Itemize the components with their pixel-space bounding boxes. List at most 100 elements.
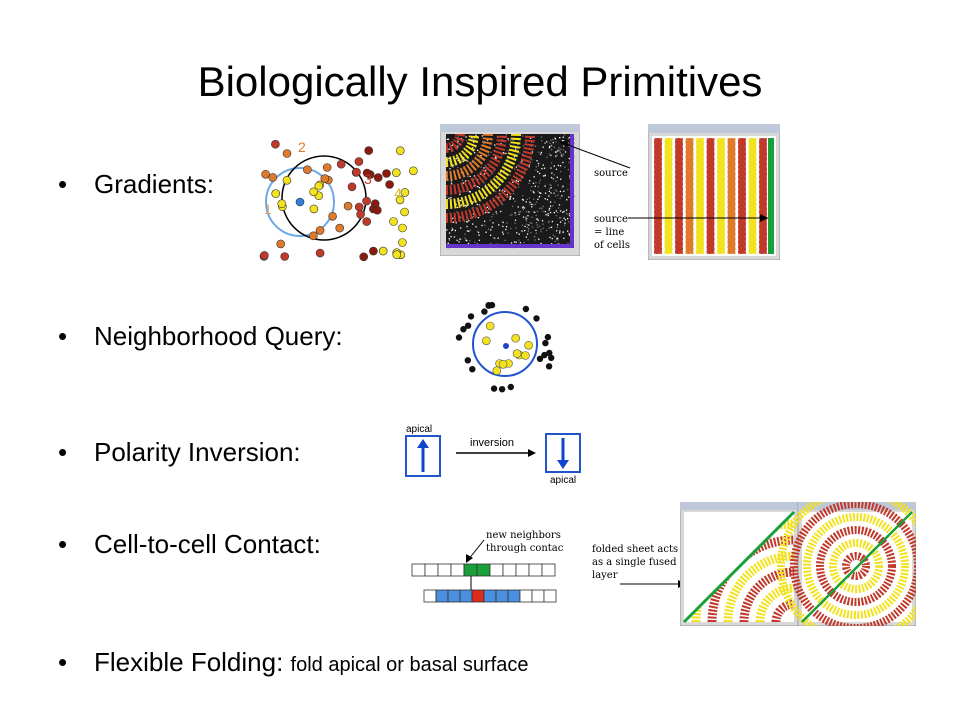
noise-speck bbox=[518, 211, 520, 213]
noise-speck bbox=[544, 174, 546, 176]
noise-speck bbox=[528, 197, 531, 199]
noise-speck bbox=[460, 160, 462, 162]
bullet-folding-label: Flexible Folding: bbox=[94, 647, 284, 677]
apical-label-top: apical bbox=[406, 424, 432, 435]
noise-speck bbox=[450, 196, 452, 199]
noise-speck bbox=[557, 243, 559, 245]
noise-speck bbox=[528, 228, 530, 230]
fold-ring-left bbox=[739, 567, 795, 623]
noise-speck bbox=[536, 160, 538, 162]
inside-neighbor bbox=[512, 349, 522, 358]
outside-neighbor bbox=[481, 308, 488, 315]
outside-neighbor bbox=[498, 386, 506, 393]
noise-speck bbox=[497, 186, 500, 189]
noise-speck bbox=[497, 179, 499, 181]
outside-neighbor bbox=[464, 357, 471, 364]
bullet-gradients: •Gradients: bbox=[58, 169, 214, 199]
noise-speck bbox=[548, 220, 550, 223]
noise-speck bbox=[533, 176, 535, 178]
noise-speck bbox=[505, 228, 507, 231]
noise-speck bbox=[522, 206, 524, 208]
noise-speck bbox=[452, 228, 454, 230]
noise-speck bbox=[524, 230, 526, 232]
corner-border-bottom bbox=[446, 244, 574, 248]
noise-speck bbox=[561, 186, 564, 188]
noise-speck bbox=[491, 216, 493, 218]
noise-speck bbox=[495, 191, 497, 193]
noise-speck bbox=[560, 178, 562, 180]
noise-speck bbox=[484, 224, 486, 226]
noise-speck bbox=[483, 167, 485, 169]
noise-speck bbox=[495, 157, 497, 159]
noise-speck bbox=[520, 161, 522, 163]
hop-cell bbox=[315, 226, 325, 235]
noise-speck bbox=[567, 189, 569, 191]
bullet-cell-contact: •Cell-to-cell Contact: bbox=[58, 529, 321, 559]
inside-neighbor bbox=[485, 321, 495, 331]
noise-speck bbox=[542, 227, 545, 229]
hop-cell bbox=[362, 168, 372, 178]
new-neighbors-label-2: through contact bbox=[486, 543, 564, 554]
noise-speck bbox=[565, 209, 568, 211]
outside-neighbor bbox=[490, 385, 498, 392]
noise-speck bbox=[553, 174, 555, 176]
noise-speck bbox=[469, 240, 471, 242]
noise-speck bbox=[531, 222, 533, 224]
noise-speck bbox=[533, 198, 535, 200]
line-source-column bbox=[768, 138, 774, 254]
noise-speck bbox=[458, 241, 460, 243]
hop-cell bbox=[354, 202, 364, 212]
source-line-label-1: source bbox=[594, 214, 628, 225]
noise-speck bbox=[483, 209, 485, 211]
noise-speck bbox=[501, 179, 503, 181]
noise-speck bbox=[485, 231, 487, 233]
noise-speck bbox=[456, 206, 459, 209]
noise-speck bbox=[519, 146, 521, 148]
neighborhood-query-diagram bbox=[455, 301, 555, 393]
noise-speck bbox=[461, 179, 464, 181]
hop-label-3: 3 bbox=[364, 171, 372, 187]
noise-speck bbox=[524, 170, 526, 172]
noise-speck bbox=[559, 165, 562, 167]
noise-speck bbox=[466, 221, 468, 223]
corner-border-right bbox=[570, 134, 574, 248]
noise-speck bbox=[469, 229, 471, 231]
bottom-row-cell bbox=[483, 589, 497, 603]
noise-speck bbox=[560, 153, 563, 155]
top-row-cell bbox=[528, 563, 543, 577]
hop-cell bbox=[398, 223, 407, 233]
hop-cell bbox=[282, 176, 292, 185]
noise-speck bbox=[446, 229, 448, 231]
noise-speck bbox=[536, 210, 539, 212]
noise-speck bbox=[568, 221, 570, 223]
noise-speck bbox=[514, 200, 516, 202]
corner-gradient-arc bbox=[445, 133, 535, 223]
outside-neighbor bbox=[522, 305, 530, 313]
noise-speck bbox=[460, 191, 462, 193]
hop-cell bbox=[320, 174, 330, 183]
noise-speck bbox=[522, 199, 525, 201]
hop-source-cell bbox=[295, 197, 305, 207]
noise-speck bbox=[481, 135, 483, 137]
noise-speck bbox=[559, 210, 562, 212]
noise-speck bbox=[472, 147, 474, 149]
noise-speck bbox=[474, 197, 476, 199]
noise-speck bbox=[568, 232, 570, 234]
noise-speck bbox=[525, 141, 527, 143]
bullet-polarity-label: Polarity Inversion: bbox=[94, 437, 301, 467]
noise-speck bbox=[558, 207, 560, 209]
hop-cell bbox=[260, 251, 269, 260]
noise-speck bbox=[534, 145, 537, 147]
bottom-row-cell bbox=[531, 589, 545, 603]
noise-speck bbox=[457, 146, 459, 148]
noise-speck bbox=[512, 198, 515, 200]
noise-speck bbox=[539, 225, 541, 227]
noise-speck bbox=[518, 233, 520, 235]
noise-speck bbox=[466, 240, 468, 242]
noise-speck bbox=[465, 180, 467, 182]
noise-speck bbox=[517, 180, 519, 183]
noise-speck bbox=[447, 138, 450, 140]
noise-speck bbox=[559, 232, 561, 234]
noise-speck bbox=[568, 157, 570, 160]
noise-speck bbox=[556, 230, 558, 232]
